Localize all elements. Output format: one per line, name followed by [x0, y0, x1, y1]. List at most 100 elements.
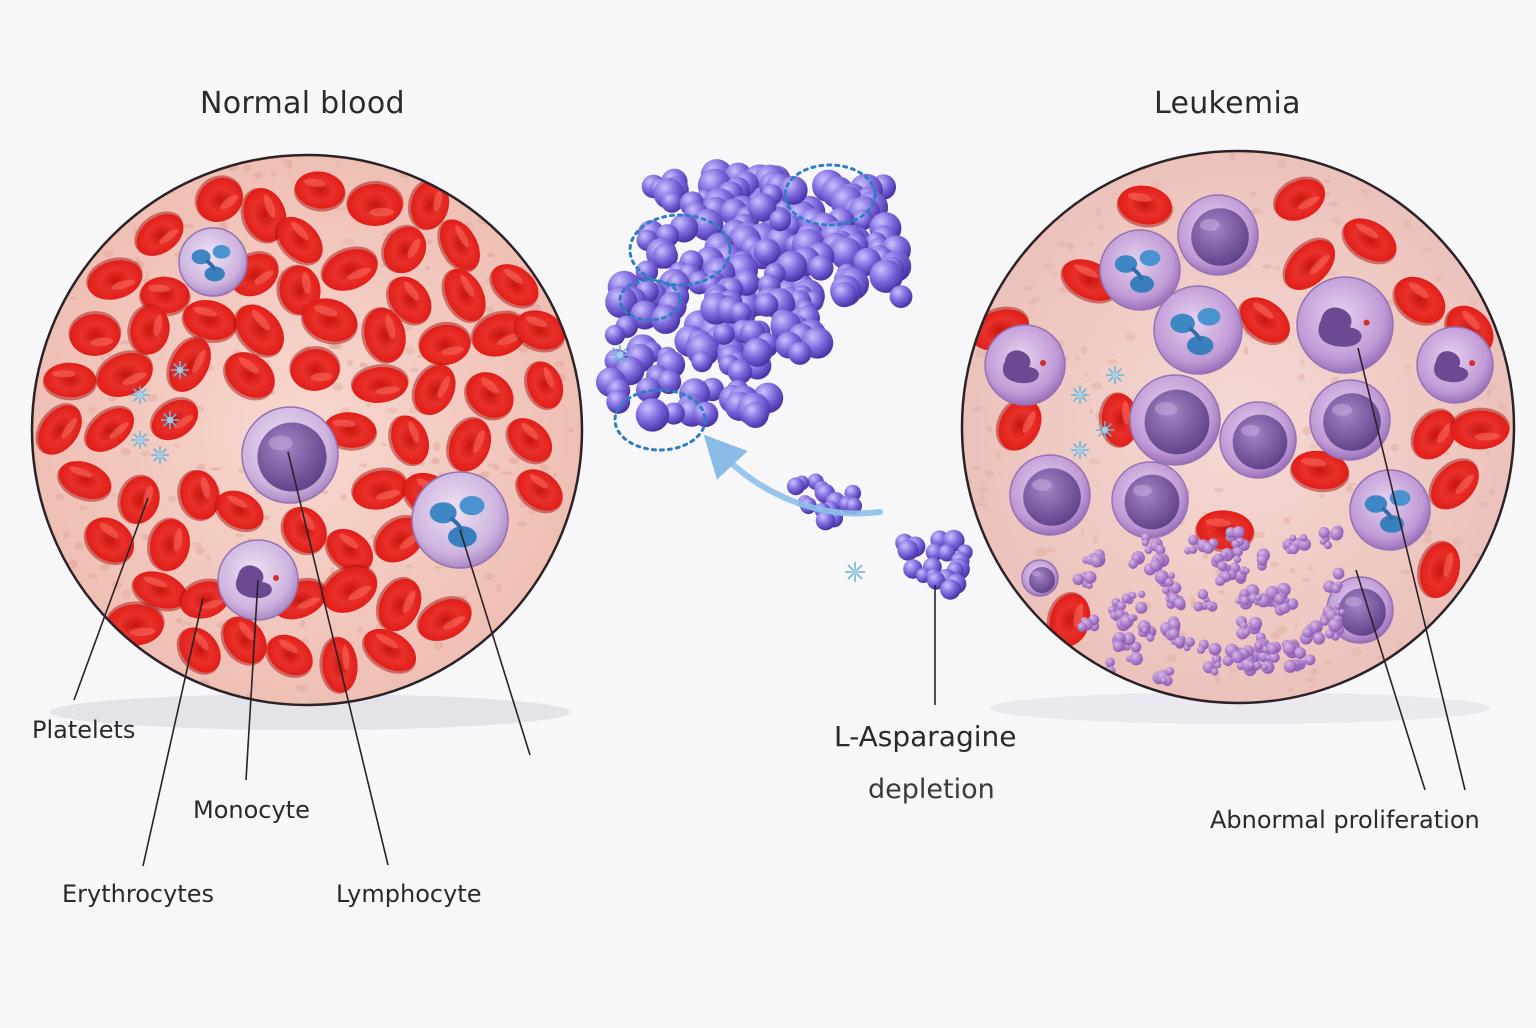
erythrocyte — [147, 517, 191, 572]
enzyme-subunit — [889, 285, 913, 309]
enzyme-subunit — [635, 260, 659, 284]
erythrocyte — [388, 415, 430, 467]
enzyme-subunit — [927, 571, 946, 590]
erythrocyte — [95, 350, 153, 397]
abnormal-cell-fragment — [1077, 614, 1100, 632]
abnormal-cell-fragment — [1225, 526, 1250, 551]
enzyme-subunit — [652, 243, 678, 269]
erythrocyte — [346, 180, 404, 227]
leukemia-title: Leukemia — [1154, 86, 1301, 121]
erythrocyte — [411, 363, 456, 416]
enzyme-subunit — [754, 293, 779, 317]
platelet — [1106, 366, 1124, 384]
platelet — [161, 411, 179, 429]
blast — [1129, 374, 1221, 466]
neutrophil — [1349, 469, 1431, 551]
abnormal-cell-fragment — [1202, 654, 1222, 676]
abnormal-cell-fragment — [1325, 618, 1345, 641]
platelet — [1071, 386, 1089, 404]
erythrocyte — [240, 187, 287, 244]
abnormal-cell-fragment — [1082, 553, 1106, 568]
enzyme-subunit — [742, 337, 773, 367]
abnormal-cell-fragment — [1143, 553, 1170, 576]
abnormal-leader-2 — [1355, 569, 1426, 791]
erythrocyte — [1116, 185, 1173, 228]
erythrocyte — [351, 467, 408, 510]
erythrocyte — [1282, 237, 1336, 291]
enzyme-subunit — [661, 191, 683, 213]
enzyme-subunit — [938, 544, 956, 562]
enzyme-subunit — [808, 255, 834, 281]
erythrocyte — [83, 517, 135, 566]
abnormal-cell-fragment — [1253, 592, 1271, 608]
abnormal-cell-fragment — [1235, 616, 1263, 640]
abnormal-cell-fragment — [1253, 638, 1280, 663]
leader-lines — [73, 347, 1466, 867]
abnormal-cell-fragment — [1111, 632, 1136, 653]
erythrocyte — [149, 397, 199, 441]
erythrocyte — [1410, 408, 1457, 460]
erythrocyte — [289, 346, 341, 391]
erythrocyte — [995, 397, 1042, 451]
abnormal-cell-fragment — [1288, 533, 1312, 555]
platelet — [131, 386, 149, 404]
leukemia-disc — [960, 149, 1516, 724]
erythrocyte — [446, 416, 492, 472]
normal-blood-disc — [30, 153, 584, 730]
enzyme-subunit — [606, 390, 631, 414]
erythrocyte — [418, 321, 472, 366]
enzyme-subunit — [713, 323, 735, 345]
erythrocyte — [86, 257, 143, 300]
enzyme-subunit — [753, 238, 781, 266]
peptide-chain — [613, 388, 707, 452]
erythrocyte — [320, 564, 378, 613]
erythrocyte — [127, 304, 170, 356]
enzyme-subunit — [769, 209, 792, 232]
erythrocyte — [35, 403, 82, 455]
enzyme-subunit — [815, 510, 836, 531]
erythrocyte — [515, 469, 563, 514]
erythrocyte — [361, 307, 406, 364]
abnormal-cell-fragment — [1193, 589, 1218, 612]
erythrocyte — [301, 298, 358, 345]
platelet — [131, 431, 149, 449]
monocyte — [1296, 276, 1394, 374]
enzyme-subunit — [635, 398, 670, 432]
neutrophil — [1099, 229, 1181, 311]
monocyte-leader — [245, 579, 259, 781]
abnormal-cell-fragment — [1211, 547, 1234, 572]
abnormal-cell-fragment — [1121, 590, 1148, 614]
enzyme-subunit — [605, 285, 638, 319]
abnormal-cell-fragment — [1137, 620, 1157, 642]
enzyme-subunit — [788, 341, 812, 365]
platelet — [845, 562, 865, 582]
erythrocyte — [350, 364, 409, 403]
erythrocyte — [181, 299, 238, 343]
erythrocyte — [464, 372, 514, 421]
enzyme-subunit — [831, 281, 857, 308]
abnormal-cell-fragment — [1154, 569, 1182, 595]
erythrocyte — [117, 474, 160, 525]
erythrocyte — [523, 361, 564, 411]
platelet — [610, 345, 630, 365]
monocyte — [984, 324, 1066, 406]
lymphocyte — [241, 406, 339, 504]
platelet — [171, 361, 189, 379]
erythrocyte — [233, 304, 285, 358]
abnormal-proliferation-label: Abnormal proliferation — [1210, 806, 1480, 834]
abnormal-cell-fragment — [1184, 534, 1199, 555]
erythrocyte — [1428, 458, 1479, 510]
enzyme-subunit — [940, 579, 961, 600]
erythrocyte — [280, 506, 327, 556]
erythrocyte — [194, 175, 243, 223]
platelet — [1071, 441, 1089, 459]
abnormal-cell-fragment — [1283, 647, 1307, 673]
platelets-label: Platelets — [32, 716, 136, 744]
enzyme-subunit — [845, 497, 863, 515]
erythrocyte — [441, 268, 486, 324]
erythrocyte — [1449, 407, 1511, 450]
enzyme-subunit — [691, 208, 724, 241]
erythrocyte — [1237, 297, 1290, 346]
erythrocytes-label: Erythrocytes — [62, 880, 214, 908]
